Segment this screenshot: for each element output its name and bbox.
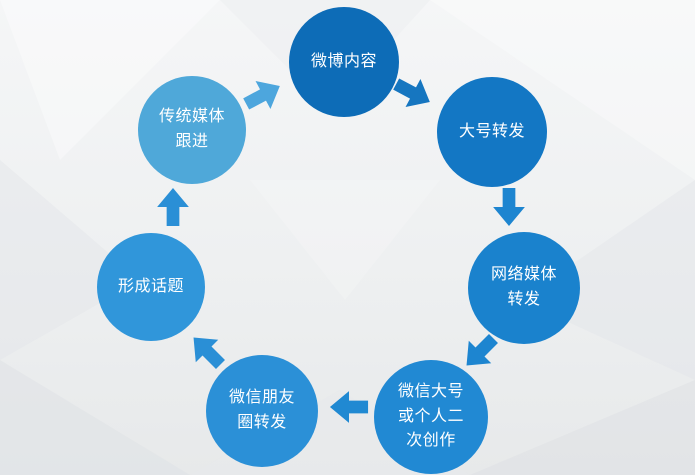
- node-wechat-moments-forward: 微信朋友圈转发: [206, 355, 318, 467]
- node-weibo-content-label: 微博内容: [310, 52, 377, 70]
- node-traditional-media-followup: 传统媒体跟进: [138, 76, 246, 184]
- arrow-online-media-to-wechat-recreation-icon: [452, 324, 509, 381]
- arrow-traditional-media-to-weibo-content-icon: [235, 69, 291, 121]
- node-traditional-media-followup-label: 传统媒体跟进: [158, 108, 225, 150]
- node-wechat-moments-forward-label: 微信朋友圈转发: [228, 389, 295, 431]
- node-big-account-forward: 大号转发: [437, 77, 547, 187]
- node-online-media-forward: 网络媒体转发: [468, 232, 580, 344]
- arrow-topic-to-traditional-media-icon: [155, 185, 191, 229]
- arrow-big-account-to-online-media-icon: [491, 185, 527, 229]
- node-weibo-content: 微博内容: [289, 7, 399, 117]
- node-online-media-forward-label: 网络媒体转发: [490, 266, 557, 308]
- node-topic-formation-label: 形成话题: [117, 277, 184, 295]
- arrow-weibo-content-to-big-account-icon: [385, 67, 441, 119]
- node-topic-formation: 形成话题: [97, 233, 205, 341]
- node-big-account-forward-label: 大号转发: [458, 122, 525, 140]
- node-wechat-recreation-label: 微信大号或个人二次创作: [397, 382, 464, 450]
- arrow-moments-to-topic-icon: [179, 323, 236, 380]
- node-wechat-recreation: 微信大号或个人二次创作: [374, 360, 488, 474]
- arrow-wechat-recreation-to-moments-icon: [327, 389, 371, 425]
